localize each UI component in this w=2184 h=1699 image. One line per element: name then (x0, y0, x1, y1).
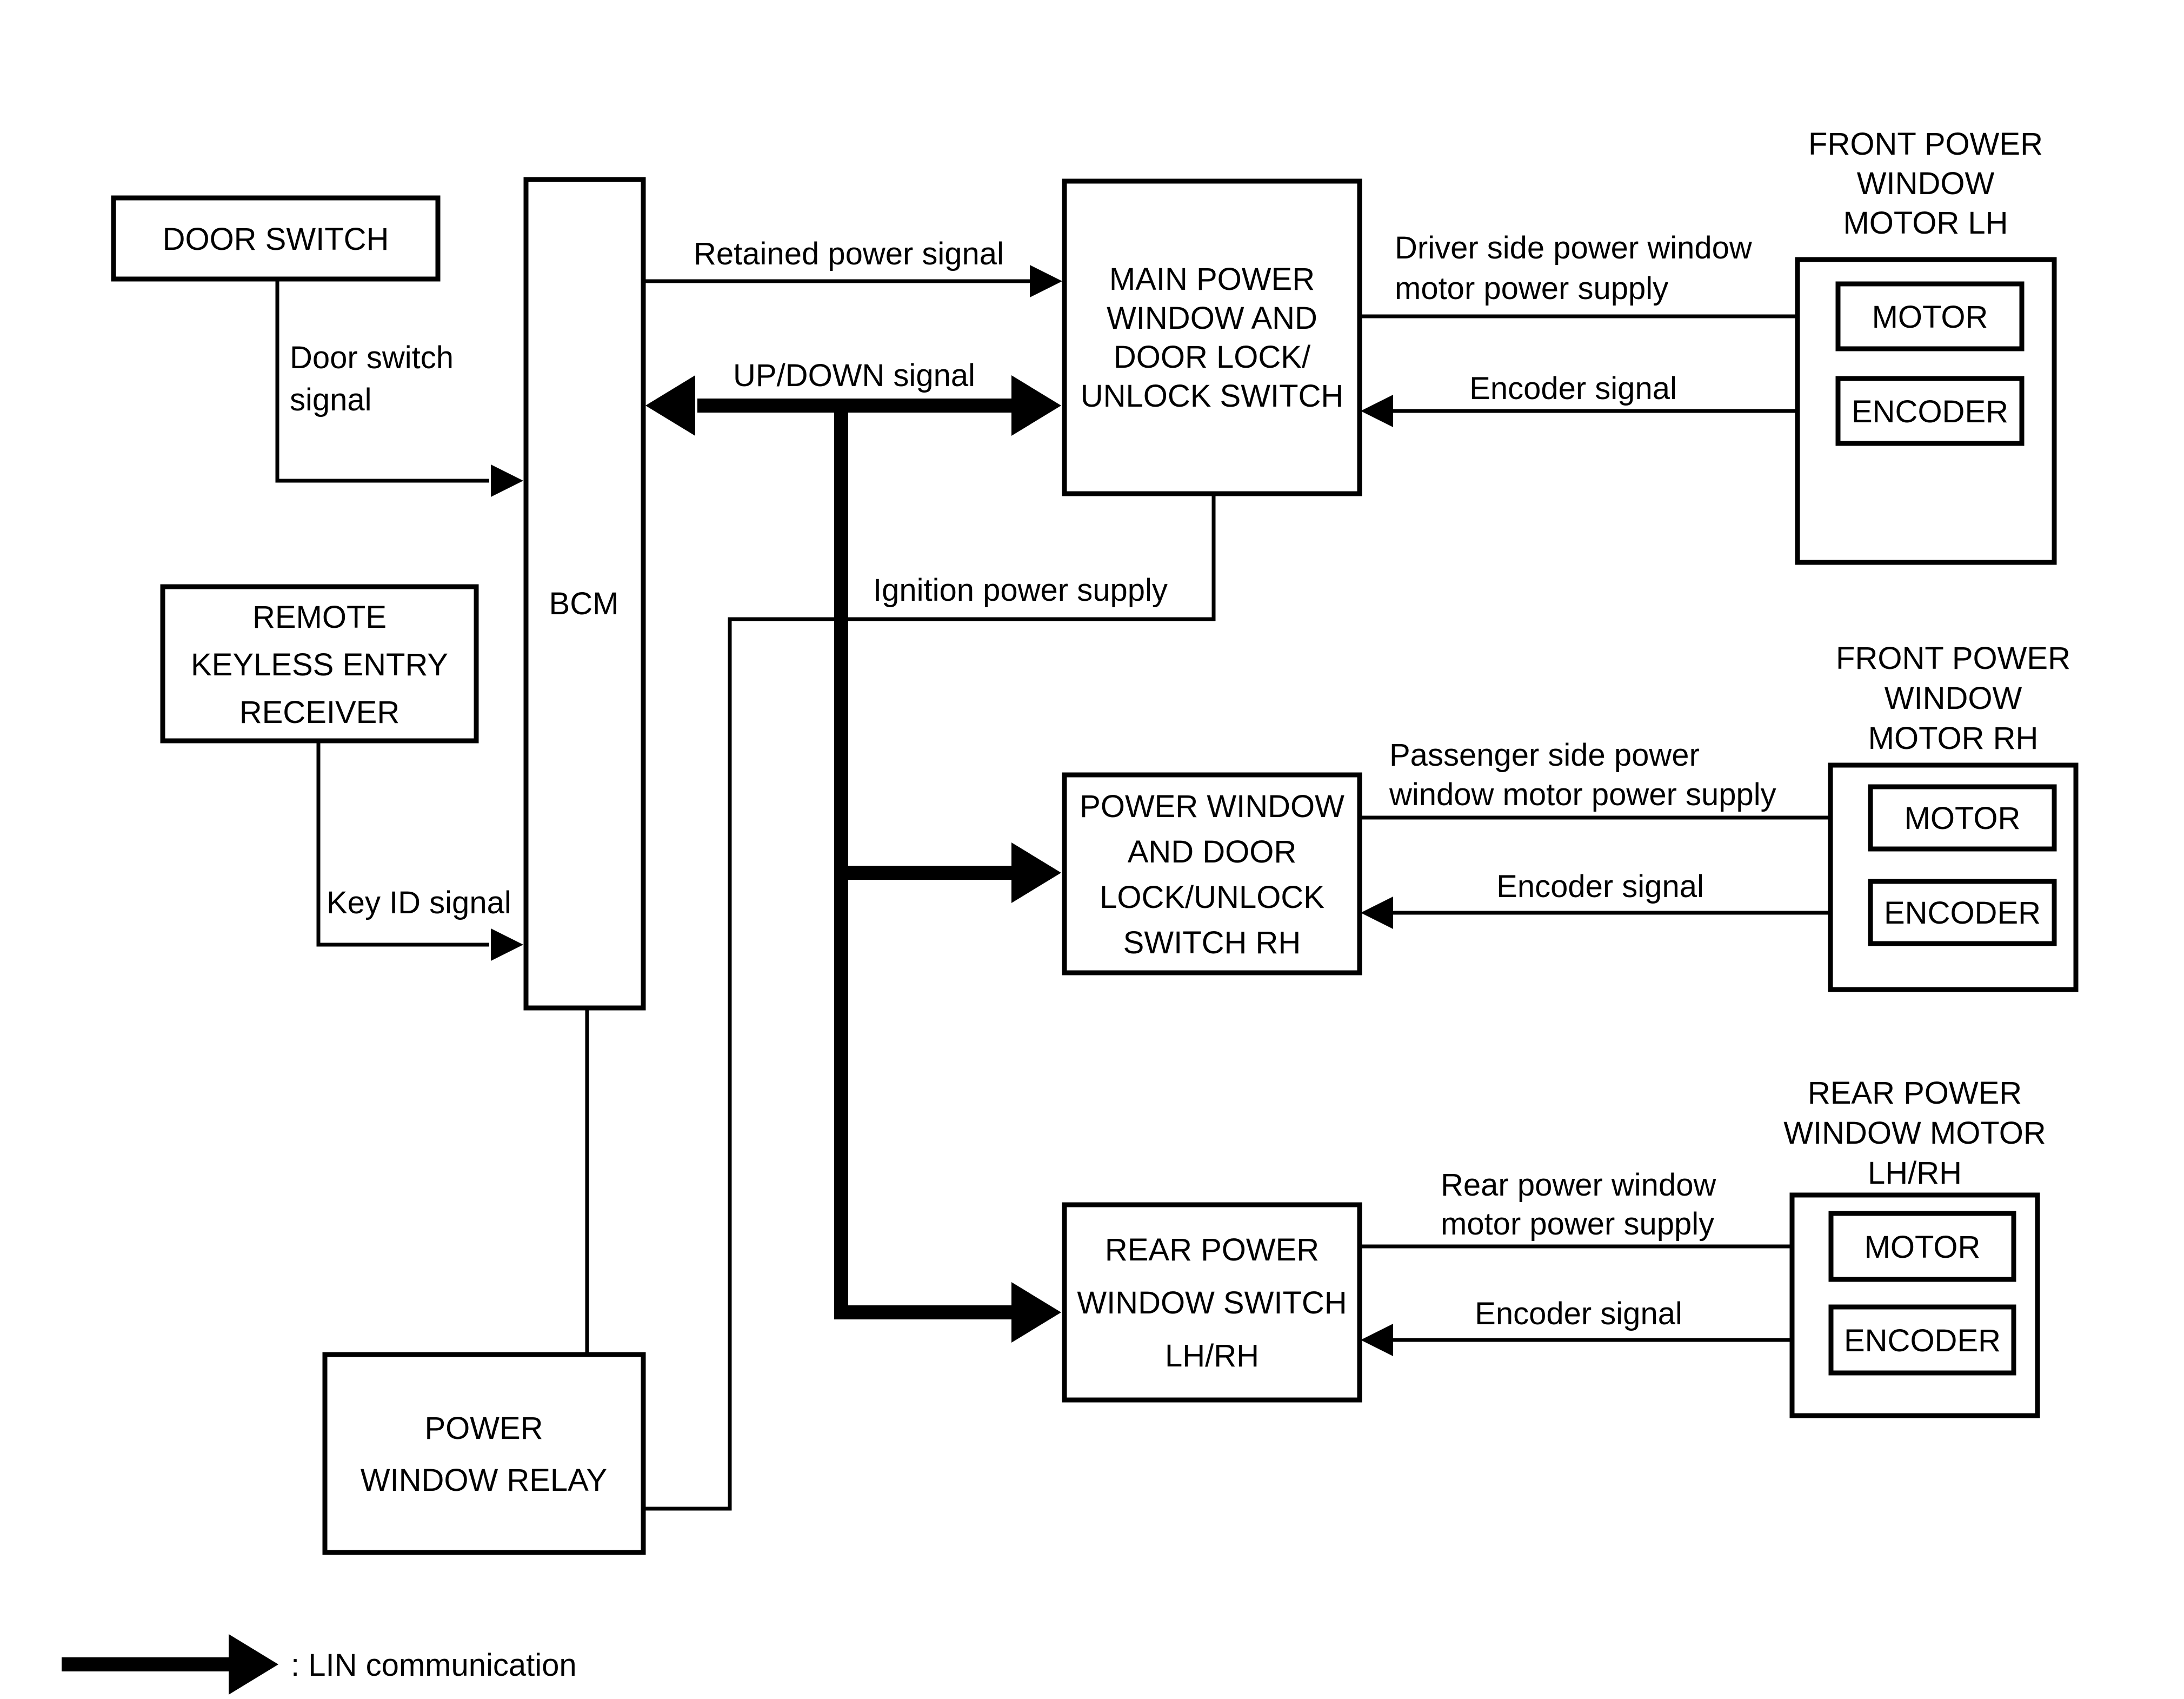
rear-power-window-switch-node: REAR POWER WINDOW SWITCH LH/RH (1062, 1202, 1362, 1403)
arrow-right-icon (1030, 265, 1062, 297)
arrow-right-icon (1011, 842, 1061, 903)
lh-motor-title-line2: WINDOW (1857, 166, 1995, 201)
rear-switch-label-line2: WINDOW SWITCH (1077, 1285, 1347, 1320)
retained-power-signal-line (643, 265, 1062, 297)
lh-motor-title-line3: MOTOR LH (1843, 205, 2008, 241)
front-power-window-motor-lh-node: FRONT POWER WINDOW MOTOR LH MOTOR ENCODE… (1795, 127, 2057, 565)
passenger-supply-label-line1: Passenger side power (1389, 738, 1700, 773)
door-switch-signal-label-line2: signal (290, 382, 372, 417)
arrow-right-icon (1011, 375, 1061, 436)
ignition-power-supply-line (645, 493, 1216, 1511)
arrow-left-icon (1361, 395, 1393, 427)
rh-switch-label-line2: AND DOOR (1128, 834, 1297, 870)
door-switch-signal-line (275, 279, 523, 497)
rear-motor-title-line3: LH/RH (1868, 1156, 1962, 1191)
driver-supply-label-line2: motor power supply (1395, 271, 1668, 306)
key-id-signal-line (316, 741, 523, 961)
rke-label-line3: RECEIVER (239, 695, 400, 730)
relay-label-line2: WINDOW RELAY (361, 1463, 608, 1498)
power-window-relay-node: POWER WINDOW RELAY (322, 1352, 646, 1555)
door-switch-node: DOOR SWITCH (111, 195, 441, 282)
encoder-signal-lh-label: Encoder signal (1469, 371, 1677, 406)
arrow-left-icon (645, 375, 695, 436)
relay-label-line1: POWER (424, 1411, 543, 1446)
rear-motor-title-line1: REAR POWER (1808, 1076, 2022, 1111)
arrow-right-icon (491, 928, 523, 961)
ignition-power-supply-label: Ignition power supply (873, 573, 1168, 608)
main-switch-label-line4: UNLOCK SWITCH (1081, 379, 1344, 414)
rh-switch-label-line4: SWITCH RH (1123, 925, 1301, 960)
rh-motor-title-line3: MOTOR RH (1868, 721, 2039, 756)
rear-supply-label-line2: motor power supply (1441, 1206, 1714, 1242)
lin-trunk-line (834, 407, 1061, 1343)
arrow-right-icon (1011, 1282, 1061, 1343)
encoder-signal-rear-label: Encoder signal (1475, 1296, 1682, 1331)
up-down-signal-label: UP/DOWN signal (733, 358, 975, 393)
key-id-signal-label: Key ID signal (327, 885, 511, 920)
rear-encoder-label: ENCODER (1844, 1323, 2001, 1358)
rear-switch-label-line1: REAR POWER (1105, 1232, 1319, 1267)
arrow-left-icon (1361, 897, 1393, 929)
arrow-right-icon (491, 464, 523, 497)
main-switch-label-line1: MAIN POWER (1109, 262, 1315, 297)
rh-switch-label-line1: POWER WINDOW (1080, 789, 1344, 824)
front-power-window-motor-rh-node: FRONT POWER WINDOW MOTOR RH MOTOR ENCODE… (1828, 641, 2079, 992)
rh-power-window-switch-node: POWER WINDOW AND DOOR LOCK/UNLOCK SWITCH… (1062, 772, 1362, 975)
retained-power-signal-label: Retained power signal (694, 236, 1004, 271)
encoder-signal-lh-line (1361, 395, 1838, 427)
rh-motor-title-line1: FRONT POWER (1836, 641, 2070, 676)
passenger-supply-label-line2: window motor power supply (1389, 777, 1776, 812)
driver-supply-label-line1: Driver side power window (1395, 230, 1753, 266)
lin-legend: : LIN communication (62, 1634, 577, 1695)
rke-label-line1: REMOTE (252, 600, 387, 635)
rear-supply-label-line1: Rear power window (1441, 1167, 1716, 1203)
arrow-left-icon (1361, 1324, 1393, 1356)
encoder-signal-rear-line (1361, 1324, 1831, 1356)
lin-up-down-signal-line (645, 375, 1061, 436)
rear-power-window-motor-node: REAR POWER WINDOW MOTOR LH/RH MOTOR ENCO… (1783, 1076, 2046, 1418)
rear-motor-title-line2: WINDOW MOTOR (1783, 1116, 2046, 1151)
rh-motor-label: MOTOR (1905, 801, 2021, 836)
rh-motor-title-line2: WINDOW (1885, 681, 2022, 716)
main-switch-label-line3: DOOR LOCK/ (1114, 340, 1311, 375)
lh-motor-title-line1: FRONT POWER (1808, 127, 2043, 162)
encoder-signal-rh-line (1361, 897, 1870, 929)
lin-legend-label: : LIN communication (291, 1648, 577, 1683)
door-switch-signal-label-line1: Door switch (290, 340, 454, 375)
rear-motor-label: MOTOR (1865, 1230, 1981, 1265)
bcm-node: BCM (523, 177, 646, 1011)
lh-motor-label: MOTOR (1872, 300, 1988, 335)
rh-switch-label-line3: LOCK/UNLOCK (1100, 880, 1324, 915)
bcm-label: BCM (549, 586, 619, 621)
main-switch-label-line2: WINDOW AND (1107, 301, 1317, 336)
arrow-right-icon (229, 1634, 278, 1695)
rear-switch-label-line3: LH/RH (1165, 1338, 1259, 1373)
remote-keyless-entry-receiver-node: REMOTE KEYLESS ENTRY RECEIVER (160, 584, 479, 744)
rh-encoder-label: ENCODER (1884, 895, 2041, 931)
main-power-window-switch-node: MAIN POWER WINDOW AND DOOR LOCK/ UNLOCK … (1062, 178, 1362, 496)
lh-encoder-label: ENCODER (1852, 394, 2008, 429)
door-switch-label: DOOR SWITCH (163, 222, 389, 257)
encoder-signal-rh-label: Encoder signal (1496, 869, 1704, 904)
rke-label-line2: KEYLESS ENTRY (191, 647, 448, 682)
